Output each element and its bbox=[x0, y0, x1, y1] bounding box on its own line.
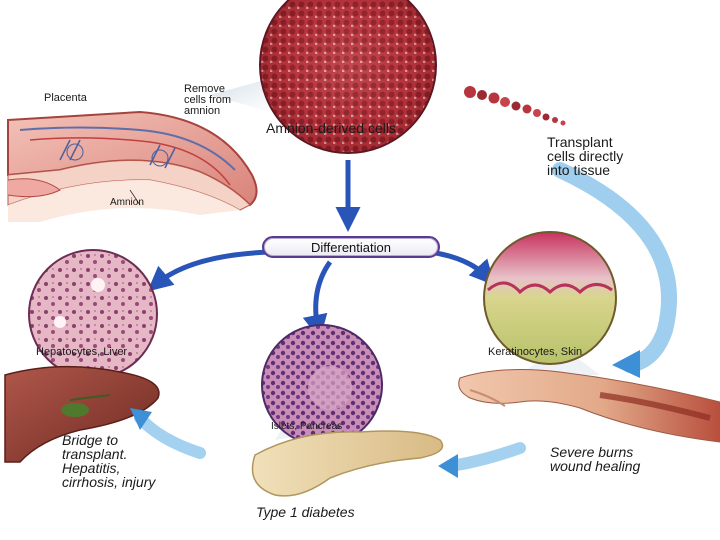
transplant-line-2: cells directly bbox=[547, 148, 624, 164]
amnion-cells-shade bbox=[260, 0, 436, 153]
hepatocytes-label: Hepatocytes, Liver bbox=[36, 346, 128, 358]
hepatocytes-micrograph bbox=[28, 249, 158, 379]
cell-trail bbox=[464, 86, 566, 126]
transplant-line-1: Transplant bbox=[547, 134, 613, 150]
hepatocytes-vessel-2 bbox=[54, 316, 66, 328]
remove-cells-line-2: cells from bbox=[184, 94, 232, 106]
amnion-label: Amnion bbox=[110, 197, 144, 208]
transplant-label: Transplant cells directly into tissue bbox=[547, 135, 623, 177]
placenta-illustration bbox=[7, 110, 258, 222]
skin-layer-line bbox=[487, 281, 613, 295]
keratinocytes-micrograph bbox=[483, 231, 617, 365]
transplant-line-3: into tissue bbox=[547, 162, 611, 178]
amnion-derived-label: Amnion-derived cells bbox=[266, 120, 396, 136]
keratinocytes-label: Keratinocytes, Skin bbox=[488, 346, 583, 358]
diabetes-label: Type 1 diabetes bbox=[256, 504, 355, 520]
remove-cells-line-1: Remove bbox=[184, 83, 225, 95]
liver-illustration bbox=[4, 365, 160, 463]
transplant-arrow-head bbox=[612, 350, 640, 378]
bridge-label: Bridge to transplant. Hepatitis, cirrhos… bbox=[62, 433, 155, 489]
bridge-line-2: transplant. bbox=[62, 446, 128, 462]
burns-label: Severe burns wound healing bbox=[550, 445, 640, 473]
hepatocytes-vessel bbox=[91, 278, 105, 292]
islet-cluster bbox=[308, 366, 352, 410]
placenta-label: Placenta bbox=[44, 92, 87, 104]
differentiation-badge: Differentiation bbox=[262, 236, 440, 258]
arrow-to-skin bbox=[429, 249, 495, 286]
bridge-line-1: Bridge to bbox=[62, 432, 119, 448]
pancreas-return-arrow bbox=[444, 442, 526, 472]
burned-arm-illustration bbox=[458, 369, 720, 443]
pancreas-return-arrow-head bbox=[438, 454, 458, 478]
pancreas-illustration bbox=[251, 430, 444, 497]
transplant-arrow bbox=[552, 162, 677, 373]
remove-cells-label: Remove cells from amnion bbox=[184, 84, 231, 117]
liver-return-arrow-head bbox=[130, 408, 152, 430]
arrow-to-liver bbox=[147, 249, 271, 292]
arrow-to-pancreas bbox=[302, 260, 333, 340]
burns-line-2: wound healing bbox=[550, 458, 641, 474]
islets-label: Islets, Pancreas bbox=[271, 421, 343, 432]
burns-line-1: Severe burns bbox=[550, 444, 634, 460]
bridge-line-3: Hepatitis, bbox=[62, 460, 121, 476]
bridge-line-4: cirrhosis, injury bbox=[62, 474, 156, 490]
remove-cells-line-3: amnion bbox=[184, 105, 221, 117]
